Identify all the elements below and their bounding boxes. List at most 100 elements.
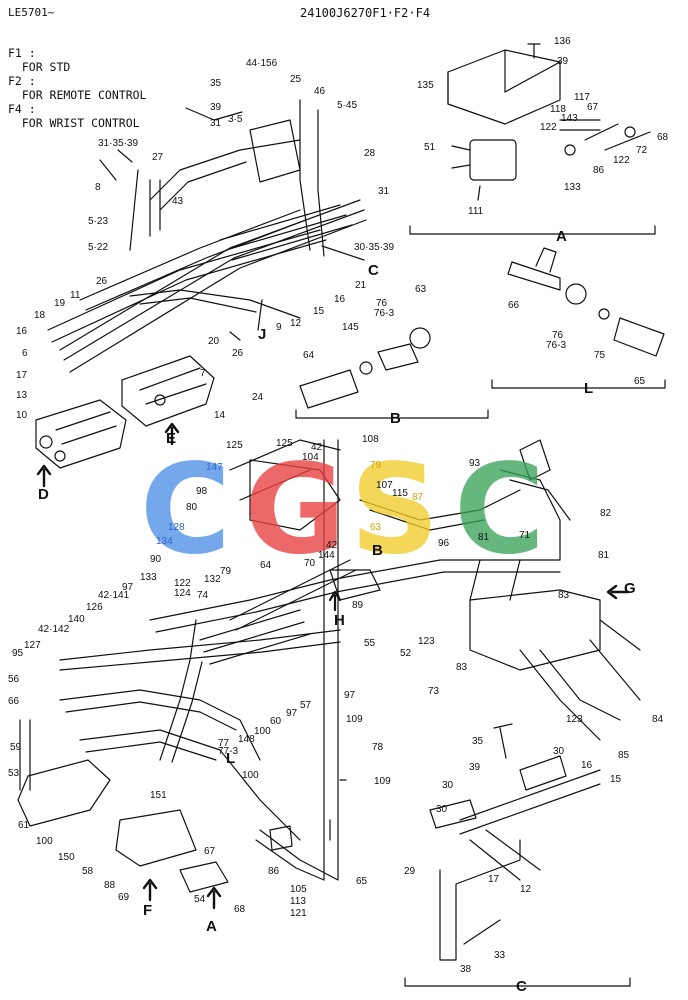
part-number: 16 bbox=[581, 760, 593, 771]
part-number: 35 bbox=[210, 78, 222, 89]
part-number: 17 bbox=[16, 370, 28, 381]
part-number: 42 bbox=[326, 540, 338, 551]
section-label-l: L bbox=[226, 750, 236, 767]
arrow-d bbox=[36, 464, 52, 488]
part-number: 76-3 bbox=[546, 340, 567, 351]
part-number: 10 bbox=[16, 410, 28, 421]
part-number: 6 bbox=[22, 348, 28, 359]
part-number: 108 bbox=[362, 434, 379, 445]
part-number: 83 bbox=[558, 590, 570, 601]
part-number: 42·141 bbox=[98, 590, 130, 601]
part-number: 77-3 bbox=[218, 746, 239, 757]
part-number: 89 bbox=[352, 600, 364, 611]
part-number: 61 bbox=[18, 820, 30, 831]
part-number: 25 bbox=[290, 74, 302, 85]
part-number: 43 bbox=[172, 196, 184, 207]
part-number: 145 bbox=[342, 322, 359, 333]
part-number: 95 bbox=[12, 648, 24, 659]
section-label-l-detail: L bbox=[584, 380, 594, 397]
part-number: 81 bbox=[598, 550, 610, 561]
part-number: 115 bbox=[392, 488, 408, 499]
part-number: 26 bbox=[96, 276, 108, 287]
part-number: 21 bbox=[355, 280, 367, 291]
part-number: 27 bbox=[152, 152, 164, 163]
hose-bundle-g bbox=[469, 589, 601, 671]
part-number: 31·35·39 bbox=[98, 138, 139, 149]
part-number: 39 bbox=[210, 102, 222, 113]
part-number: 31 bbox=[378, 186, 390, 197]
part-number: 148 bbox=[238, 734, 255, 745]
part-number: 53 bbox=[8, 768, 20, 779]
part-number: 46 bbox=[314, 86, 326, 97]
detail-a-drawing bbox=[447, 43, 651, 201]
part-number: 79 bbox=[370, 460, 382, 471]
part-number: 17 bbox=[488, 874, 500, 885]
part-number: 135 bbox=[417, 80, 434, 91]
part-number: 132 bbox=[204, 574, 221, 585]
part-number: 97 bbox=[344, 690, 356, 701]
part-number: 126 bbox=[86, 602, 103, 613]
lower-pipe-assembly bbox=[17, 439, 641, 893]
part-number: 15 bbox=[313, 306, 325, 317]
watermark-letter-3: S bbox=[350, 438, 440, 582]
control-valve-e bbox=[121, 355, 215, 427]
detail-frame-a bbox=[409, 225, 656, 235]
part-number: 96 bbox=[438, 538, 450, 549]
part-number: 81 bbox=[478, 532, 490, 543]
part-number: 14 bbox=[214, 410, 226, 421]
part-number: 76 bbox=[552, 330, 564, 341]
part-number: 30 bbox=[442, 780, 454, 791]
part-number: 65 bbox=[634, 376, 646, 387]
part-number: 42 bbox=[311, 442, 323, 453]
part-number: 68 bbox=[234, 904, 246, 915]
section-label-c: C bbox=[368, 262, 379, 279]
part-number: 85 bbox=[618, 750, 630, 761]
part-number: 9 bbox=[276, 322, 282, 333]
part-number: 11 bbox=[70, 290, 81, 301]
part-number: 64 bbox=[260, 560, 272, 571]
drawing-code-left: LE5701~ bbox=[8, 6, 55, 19]
part-number: 68 bbox=[657, 132, 669, 143]
part-number: 16 bbox=[16, 326, 28, 337]
part-number: 67 bbox=[587, 102, 599, 113]
part-number: 5·23 bbox=[88, 216, 109, 227]
part-number: 123 bbox=[566, 714, 583, 725]
part-number: 54 bbox=[194, 894, 206, 905]
part-number: 39 bbox=[469, 762, 481, 773]
part-number: 56 bbox=[8, 674, 20, 685]
part-number: 15 bbox=[610, 774, 622, 785]
part-number: 128 bbox=[168, 522, 185, 533]
part-number: 109 bbox=[374, 776, 391, 787]
part-number: 109 bbox=[346, 714, 363, 725]
part-number: 118 bbox=[550, 104, 566, 115]
part-number: 29 bbox=[404, 866, 416, 877]
section-label-b-arrow: B bbox=[372, 542, 383, 559]
detail-l-drawing bbox=[507, 247, 665, 357]
part-number: 107 bbox=[376, 480, 393, 491]
part-number: 44·156 bbox=[246, 58, 278, 69]
part-number: 143 bbox=[561, 113, 578, 124]
variant-notes: F1 : FOR STD F2 : FOR REMOTE CONTROL F4 … bbox=[8, 46, 147, 130]
part-number: 42·142 bbox=[38, 624, 70, 635]
part-number: 66 bbox=[8, 696, 20, 707]
arrow-f bbox=[142, 878, 158, 902]
part-number: 84 bbox=[652, 714, 664, 725]
part-number: 69 bbox=[118, 892, 130, 903]
part-number: 52 bbox=[400, 648, 412, 659]
part-number: 67 bbox=[204, 846, 216, 857]
part-number: 76-3 bbox=[374, 308, 395, 319]
part-number: 71 bbox=[519, 530, 531, 541]
part-number: 86 bbox=[268, 866, 280, 877]
part-number: 93 bbox=[469, 458, 481, 469]
section-label-e: E bbox=[166, 430, 177, 447]
watermark-letter-4: C bbox=[454, 438, 546, 582]
part-number: 5·45 bbox=[337, 100, 358, 111]
part-number: 72 bbox=[636, 145, 648, 156]
part-number: 59 bbox=[10, 742, 22, 753]
section-label-b: B bbox=[390, 410, 401, 427]
detail-c-drawing bbox=[429, 723, 601, 961]
section-label-f: F bbox=[143, 902, 153, 919]
part-number: 150 bbox=[58, 852, 75, 863]
part-number: 26 bbox=[232, 348, 244, 359]
